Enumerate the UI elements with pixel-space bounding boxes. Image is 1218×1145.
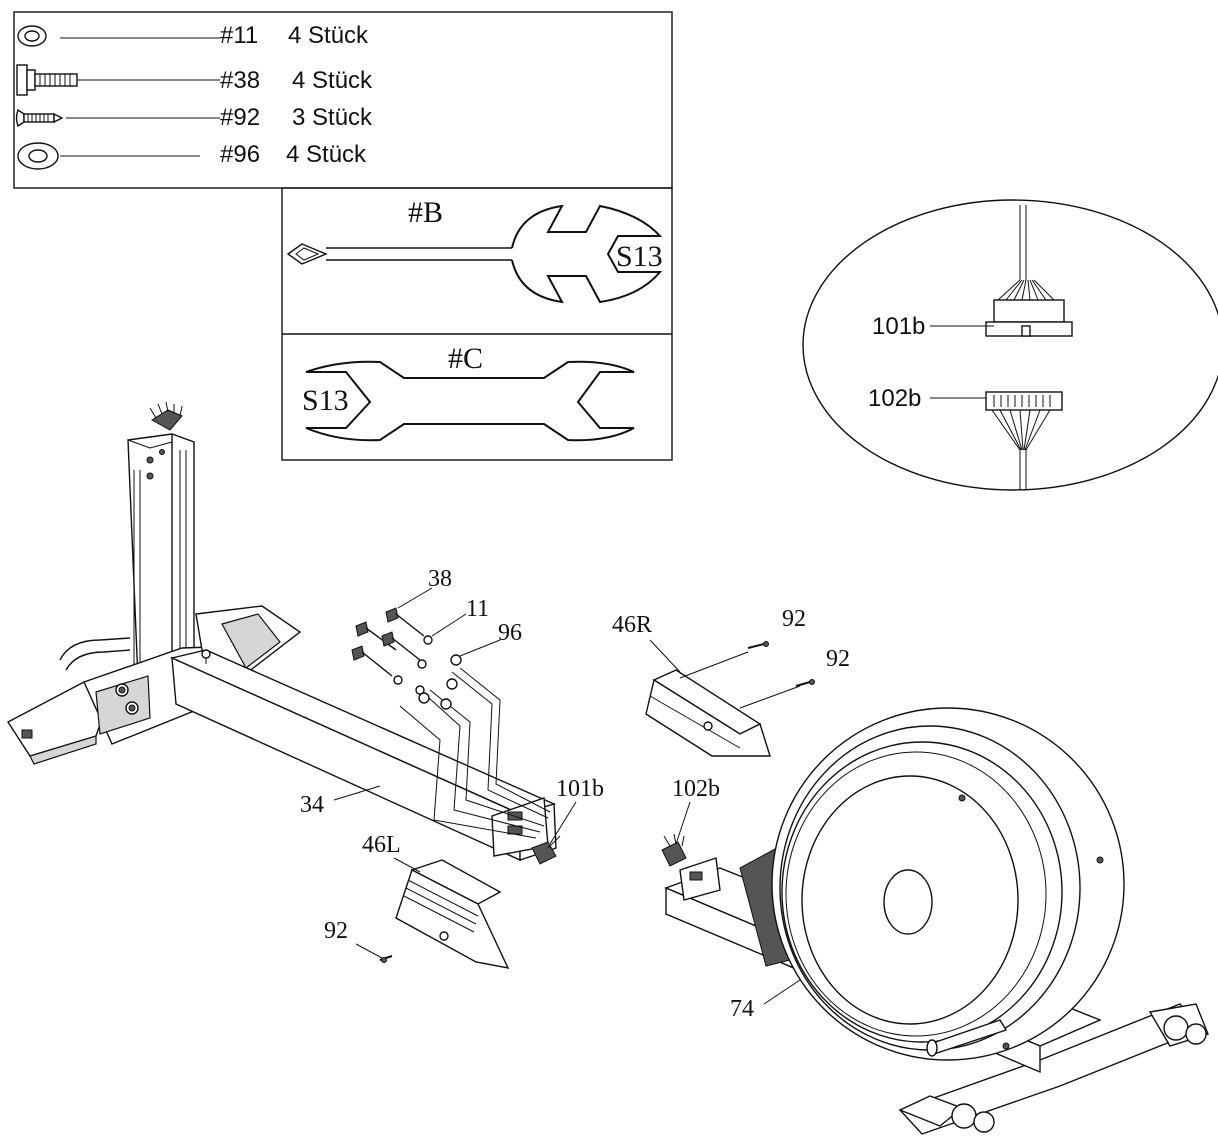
part-number: #11 [220,22,258,49]
callout-92-right-upper: 92 [782,606,806,632]
callout-38: 38 [428,566,452,592]
part-quantity: 3 Stück [292,104,373,131]
callout-46r: 46R [612,612,652,638]
large-washer-icon [418,654,462,710]
callout-46l: 46L [362,832,401,858]
open-wrench-icon [305,360,635,442]
tool-b-size: S13 [616,240,663,273]
callout-96: 96 [498,620,522,646]
bolt-icon [351,607,425,677]
callout-34: 34 [300,792,324,818]
hardware-row-92: #92 3 Stück [15,104,373,131]
callout-92-right-lower: 92 [826,646,850,672]
hardware-row-11: #11 4 Stück [17,22,369,49]
main-body [661,707,1209,1135]
screw-icon [379,955,393,963]
connector-label-101b: 101b [872,313,925,340]
connector-label-102b: 102b [868,385,921,412]
screw-icon [15,108,64,128]
callout-11: 11 [466,596,489,622]
part-number: #96 [220,141,260,168]
callout-102b: 102b [672,776,720,802]
part-number: #38 [220,67,260,94]
connector-detail: 101b 102b [802,199,1218,491]
allen-key-icon [286,204,663,304]
connector-socket-icon [985,391,1063,490]
bolt-icon [16,64,78,96]
screw-icon [747,641,815,687]
tool-c-label: #C [448,342,483,375]
connector-plug-icon [985,279,1073,337]
hardware-row-38: #38 4 Stück [16,64,373,96]
callout-92-left: 92 [324,918,348,944]
callouts: 38 11 96 46R 92 92 34 101b 102b 46L 92 7… [300,566,850,1022]
tool-b-label: #B [408,196,443,229]
cover-46r [645,641,815,757]
washer-icon [17,25,47,47]
cover-46l [379,859,510,969]
part-quantity: 4 Stück [288,22,369,49]
exploded-hardware [351,587,501,710]
front-frame [6,401,561,865]
part-number: #92 [220,104,260,131]
part-quantity: 4 Stück [286,141,367,168]
large-washer-icon [17,142,59,170]
tools-box: #B S13 #C S13 [281,187,673,461]
callout-101b: 101b [556,776,604,802]
callout-74: 74 [730,996,754,1022]
tool-b: #B S13 [286,196,663,304]
part-quantity: 4 Stück [292,67,373,94]
tool-c: #C S13 [302,342,635,442]
hardware-list: #11 4 Stück #38 4 Stück #92 [13,11,673,189]
tool-c-size: S13 [302,384,349,417]
hardware-row-96: #96 4 Stück [17,141,367,170]
washer-icon [393,635,433,695]
